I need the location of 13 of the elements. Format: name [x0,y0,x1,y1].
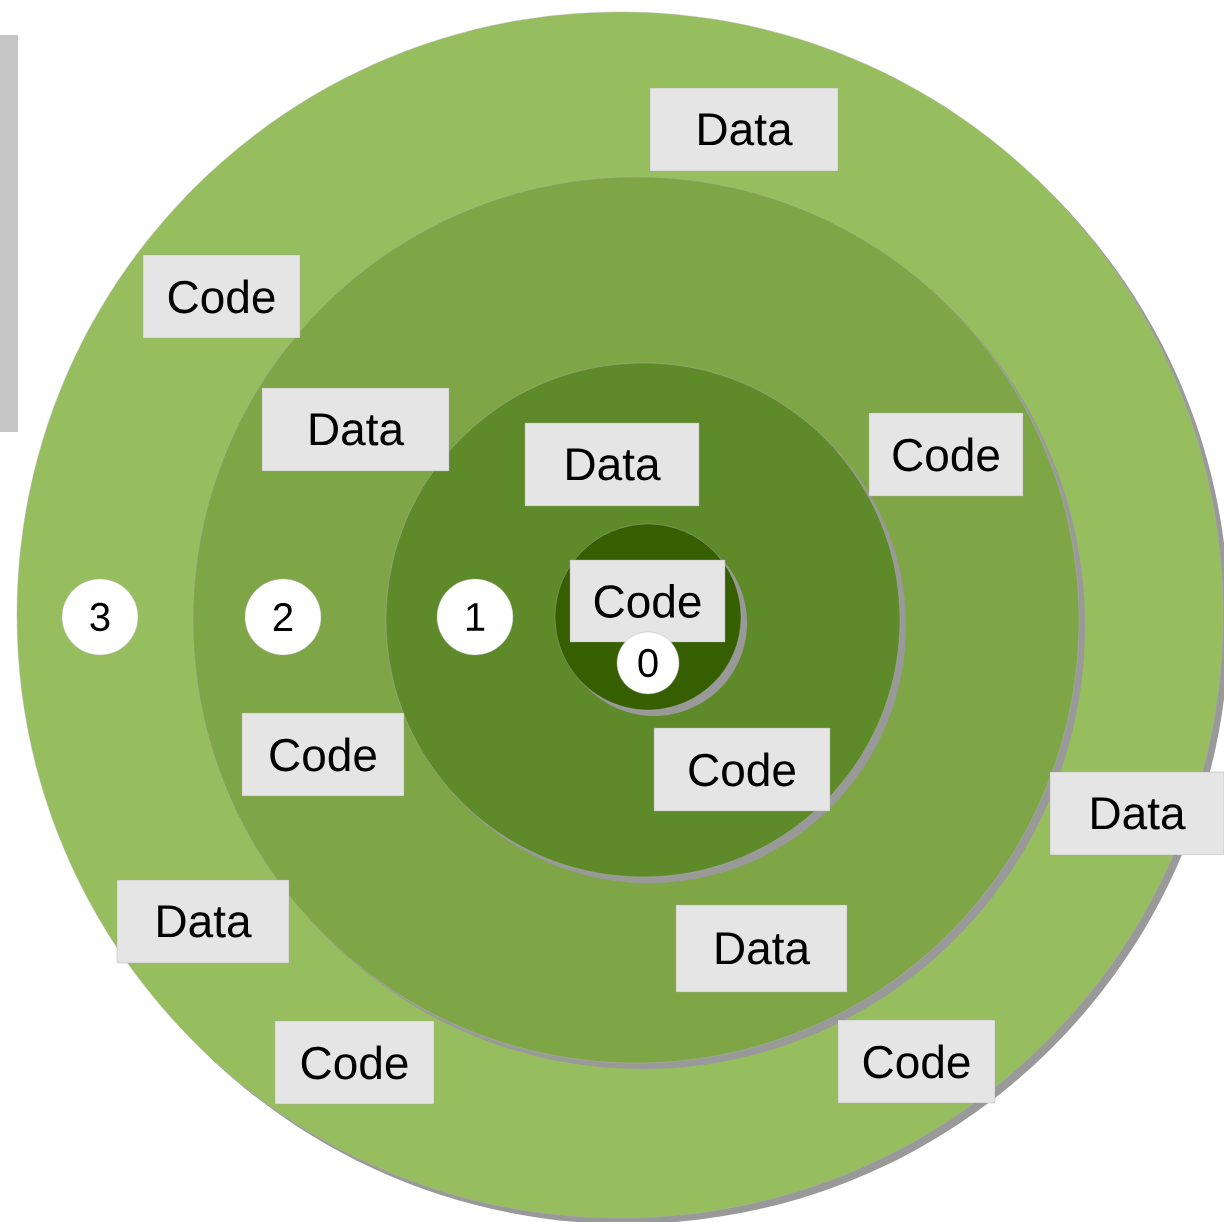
label-box: Data [649,87,839,172]
side-bar [0,35,18,432]
label-box: Code [241,712,405,797]
label-box: Code [142,254,301,339]
label-box: Data [675,904,848,993]
label-box: Data [116,879,290,964]
label-box: Code [653,727,831,812]
label-box: Data [524,422,700,507]
label-box: Code [868,412,1024,497]
label-box: Data [261,387,450,472]
label-box: Code [274,1020,435,1105]
label-box: Code [837,1019,996,1104]
label-box: Code [569,559,726,643]
